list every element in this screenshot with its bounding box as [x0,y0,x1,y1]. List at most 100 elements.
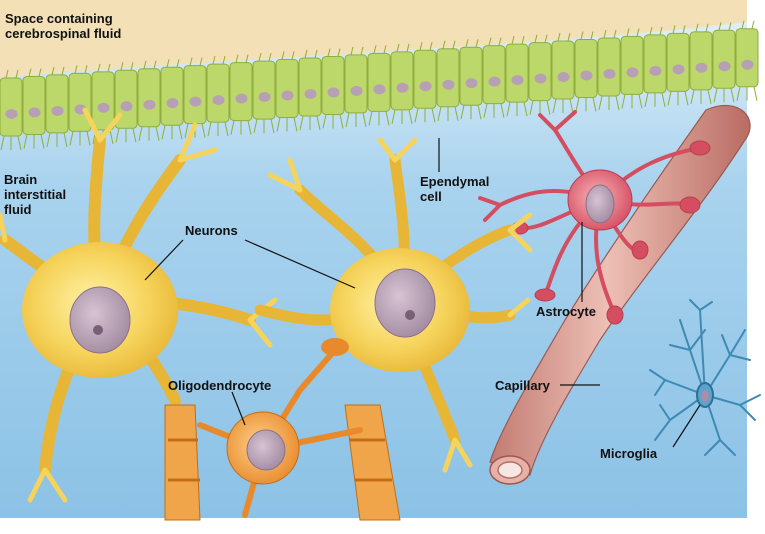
cilium [120,62,124,71]
cilium [368,111,373,126]
cilium [603,29,607,39]
cilium [506,102,511,117]
ependymal-cell [0,77,23,137]
ependymal-cell [712,29,736,89]
cilium [46,132,51,148]
ependymal-cell [91,71,115,131]
cilium [258,52,262,62]
cilium [546,100,551,115]
cilium [544,34,548,43]
ependymal-nucleus [557,72,570,83]
cilium [276,117,281,132]
label-ependymal-cell: Ependymal cell [420,174,490,204]
ependymal-layer [0,20,759,151]
ependymal-nucleus [626,67,639,78]
ependymal-nucleus [189,96,202,107]
ependymal-cell [275,59,299,119]
cilium [736,86,741,101]
cilium [406,43,410,52]
ependymal-cell [436,48,460,108]
cilium [207,122,212,137]
cilium [659,26,663,36]
cilium [557,32,561,42]
ependymal-cell [160,66,184,126]
cilium [291,51,295,60]
cilium [580,31,584,40]
cilium [465,39,469,48]
label-capillary: Capillary [495,378,550,393]
ependymal-nucleus [511,75,524,86]
ependymal-nucleus [143,99,156,110]
cilium [86,131,91,146]
cilium [695,23,699,32]
ependymal-cell [206,63,230,123]
ependymal-cell [482,45,506,105]
cilium [222,56,226,65]
cilium [521,36,525,45]
ependymal-nucleus [235,93,248,104]
cilium [166,59,170,68]
label-interstitial-fluid: Brain interstitial fluid [4,172,67,217]
cilium [0,135,5,151]
cilium [314,49,318,59]
cilium [477,105,482,120]
label-microglia: Microglia [600,446,658,461]
cilium [322,114,327,129]
cilium [460,105,465,120]
cilium [161,125,166,140]
ependymal-nucleus [373,84,386,95]
cilium [132,128,137,143]
ependymal-cell [321,55,345,115]
cilium [575,97,580,112]
cilium [707,89,712,104]
cilium [672,25,676,34]
neuron-left [0,107,278,503]
ependymal-cell [620,35,644,95]
astrocyte [478,110,711,325]
cilium [552,98,557,114]
cilium [281,51,285,60]
cilium [475,39,479,48]
cilium [705,23,709,32]
ependymal-nucleus [5,108,18,119]
cilium [245,54,249,63]
cilium [339,114,344,129]
microglia [649,299,761,456]
ependymal-nucleus [396,82,409,93]
ependymal-cell [666,32,690,92]
cilium [350,46,354,56]
oligodendrocyte [197,338,363,518]
cilium [270,118,275,134]
leader-lines [144,138,701,448]
cilium [437,106,442,121]
cilium [483,103,488,118]
ependymal-cell [183,65,207,125]
cilium [327,48,331,57]
ependymal-nucleus [649,65,662,76]
cilium [741,20,745,29]
ependymal-nucleus [442,79,455,90]
cilium [713,88,718,103]
cilium [362,112,367,128]
cilium [40,134,45,149]
cilium [511,36,515,45]
cilium [661,92,666,107]
cilium [488,37,492,46]
cilium [304,49,308,59]
cilium [201,123,206,138]
cilium [638,94,643,109]
ependymal-cell [551,40,575,100]
ependymal-cell [413,49,437,109]
cilium [107,63,111,72]
ependymal-cell [22,75,46,135]
ependymal-cell [298,57,322,117]
cilium [15,69,19,79]
ependymal-cell [459,46,483,106]
cilium [615,95,620,111]
cilium [569,98,574,114]
cilium [500,103,505,118]
cilium [138,126,143,141]
cilium [690,89,695,104]
ependymal-nucleus [419,81,432,92]
